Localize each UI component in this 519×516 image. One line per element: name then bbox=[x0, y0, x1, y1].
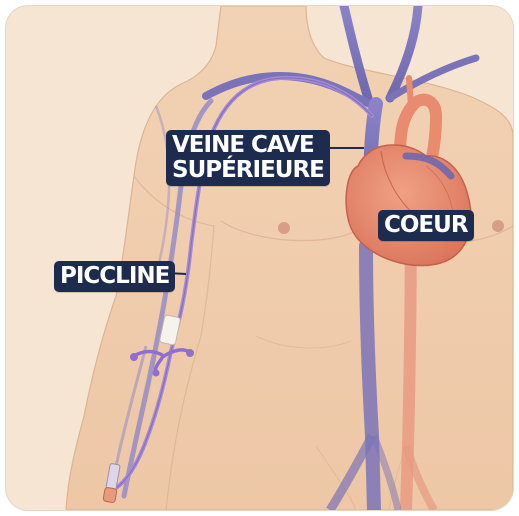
inferior-vena-cava bbox=[366, 246, 374, 510]
label-heart: COEUR bbox=[378, 210, 474, 241]
label-vcs-line1: VEINE CAVE bbox=[172, 133, 324, 158]
label-vcs-line2: SUPÉRIEURE bbox=[172, 158, 324, 183]
anatomy-illustration bbox=[6, 6, 513, 510]
label-superior-vena-cava: VEINE CAVE SUPÉRIEURE bbox=[166, 130, 330, 186]
nipple-right bbox=[492, 220, 504, 232]
nipple-left bbox=[278, 222, 290, 234]
label-piccline: PICCLINE bbox=[54, 261, 175, 292]
illustration-frame: VEINE CAVE SUPÉRIEURE COEUR PICCLINE bbox=[6, 6, 513, 510]
